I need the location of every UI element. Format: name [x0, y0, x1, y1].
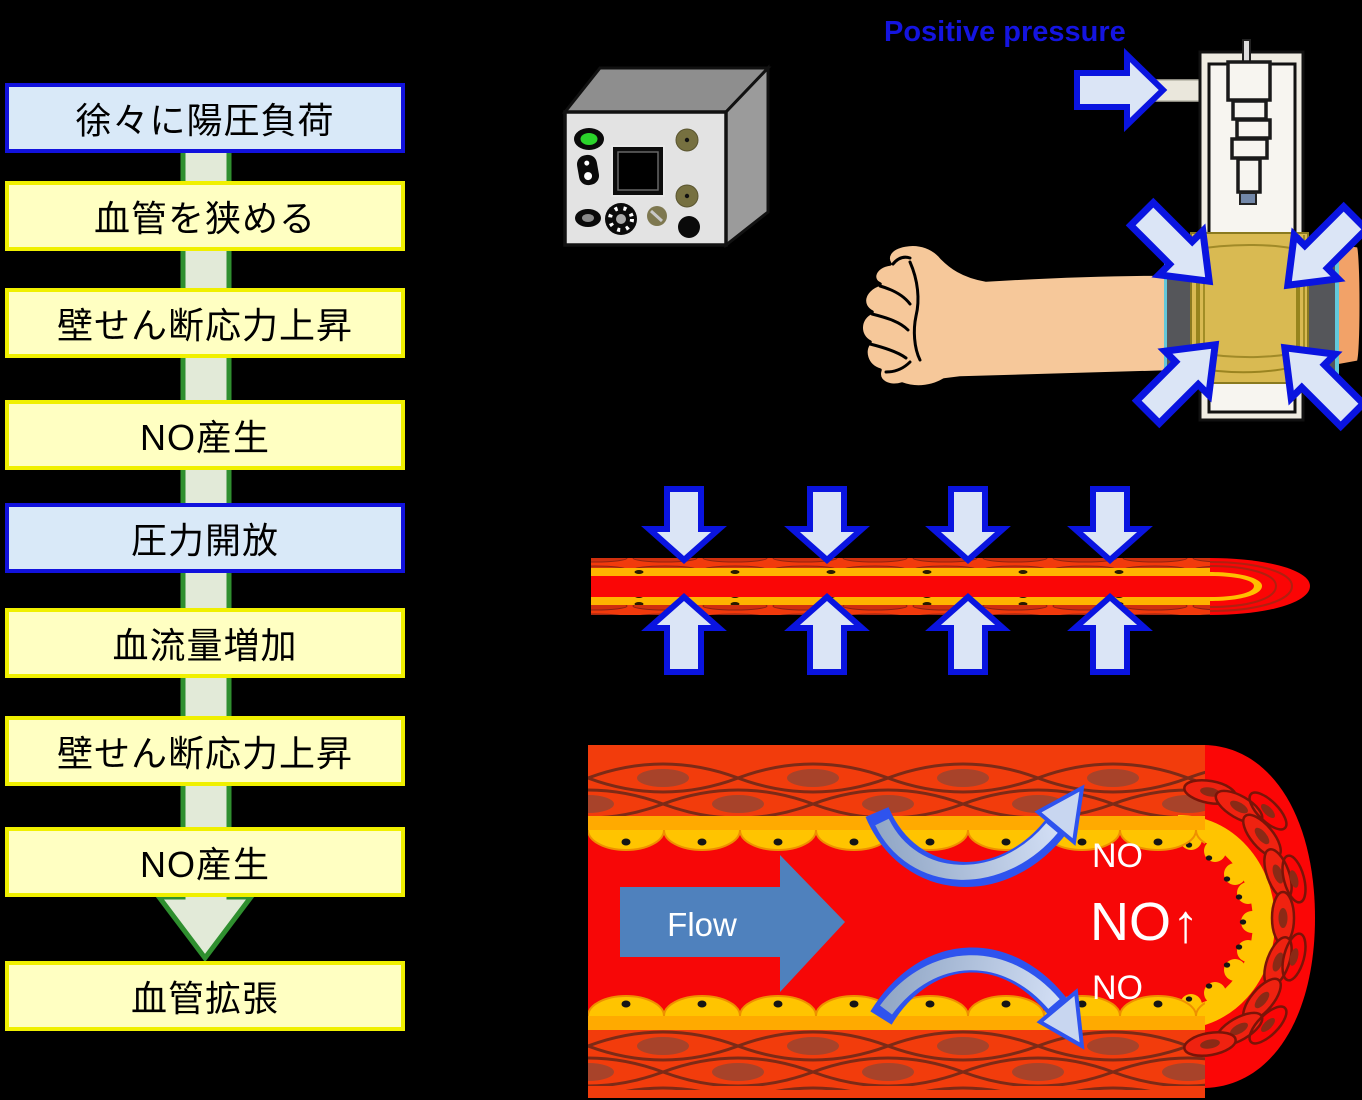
probe-tip: [1239, 192, 1257, 205]
positive-pressure-arrow: [1074, 47, 1168, 133]
press-arrow-up-3: [925, 592, 1011, 675]
press-arrow-up-2: [784, 592, 870, 675]
band-edge-right: [1335, 240, 1339, 376]
press-arrow-down-2: [784, 486, 870, 565]
narrowed-lumen: [591, 576, 1210, 597]
flowchart-step-8: NO産生: [5, 827, 405, 897]
no-label-top: NO: [1092, 837, 1143, 875]
dilated-vessel: Flow NO NO ↑ NO: [588, 745, 1315, 1098]
arm: [859, 241, 1362, 389]
flowchart-step-6: 血流量増加: [5, 608, 405, 678]
narrowed-vessel: [591, 558, 1310, 615]
display-inner: [617, 151, 659, 191]
power-led-icon: [580, 133, 598, 145]
press-arrow-down-1: [641, 486, 727, 565]
flowchart-step-4: NO産生: [5, 400, 405, 470]
pressure-control-device: [561, 64, 772, 249]
no-up-arrow-icon: ↑: [1172, 894, 1199, 954]
band-edge-left: [1164, 238, 1168, 378]
press-arrow-down-4: [1067, 486, 1153, 565]
fist-lines: [868, 255, 922, 374]
no-label-bottom: NO: [1092, 969, 1143, 1007]
press-arrow-up-4: [1067, 592, 1153, 675]
press-arrow-down-3: [925, 486, 1011, 565]
flowchart-step-5: 圧力開放: [5, 503, 405, 573]
arm-beyond-cuff: [1334, 241, 1362, 368]
smooth-muscle-bottom: [588, 1030, 1205, 1090]
toggle-switch: [576, 154, 600, 186]
smooth-muscle-top: [588, 762, 1205, 820]
press-arrow-up-1: [641, 592, 727, 675]
arm-cuff-apparatus: [859, 39, 1362, 440]
positive-pressure-label: Positive pressure: [884, 16, 1126, 48]
smooth-muscle-cap: [1183, 779, 1307, 1057]
compressed-vessel: [591, 486, 1310, 675]
compression-arrows: [641, 486, 1153, 675]
endothelium-cap: [1177, 815, 1276, 1029]
no-release-arrow-top: [865, 784, 1085, 887]
flowchart-step-9: 血管拡張: [5, 961, 405, 1031]
flowchart-step-7: 壁せん断応力上昇: [5, 716, 405, 786]
no-release-arrow-bottom: [870, 947, 1085, 1050]
flowchart-step-1: 徐々に陽圧負荷: [5, 83, 405, 153]
flow-label: Flow: [667, 906, 737, 943]
flow-arrow: Flow: [620, 855, 845, 992]
flowchart-step-2: 血管を狭める: [5, 181, 405, 251]
no-increase-label: NO: [1090, 892, 1171, 952]
doppler-probe: [1226, 39, 1272, 205]
flowchart-step-3: 壁せん断応力上昇: [5, 288, 405, 358]
port-right: [678, 216, 700, 238]
